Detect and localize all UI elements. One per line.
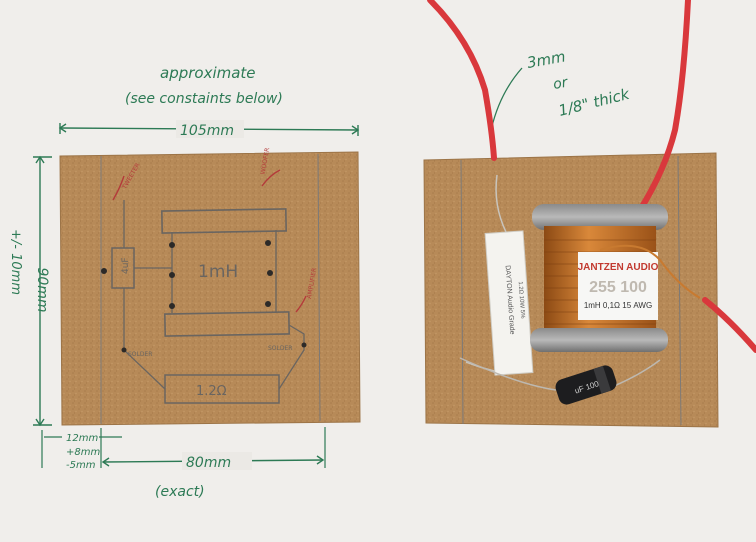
margin-dimension: 12mm (66, 433, 98, 444)
coil-brand: JANTZEN AUDIO (578, 262, 659, 273)
tolerance-minus: -5mm (66, 460, 96, 471)
height-dimension: 90mm (34, 267, 50, 312)
dimension-annotations: 105mm approximate (see constaints below)… (8, 47, 632, 500)
approximate-label: approximate (160, 64, 256, 82)
red-wires (427, 0, 756, 353)
sketch-inductor-label: 1mH (198, 262, 238, 282)
sketch-solder-right: SOLDER (268, 345, 292, 352)
thickness-line-2: or (552, 74, 570, 92)
spacing-dimension: 80mm (186, 455, 231, 471)
sketch-wire-woofer: WOOFER (260, 147, 272, 175)
constraints-label: (see constaints below) (125, 91, 283, 107)
resistor-spec: 1.2Ω 10W 5% (517, 281, 526, 319)
resistor-component: DAYTON Audio Grade 1.2Ω 10W 5% (465, 174, 534, 376)
coil-number: 255 100 (589, 279, 647, 296)
sketch-solder-left: SOLDER (128, 351, 152, 358)
tolerance-plus: +8mm (66, 447, 100, 458)
inductor-component: JANTZEN AUDIO 255 100 1mH 0,1Ω 15 AWG (530, 204, 701, 352)
resistor-brand: DAYTON Audio Grade (504, 265, 516, 335)
sketch-capacitor-label: 4uF (121, 257, 131, 274)
coil-spec: 1mH 0,1Ω 15 AWG (584, 301, 652, 310)
capacitor-component: uF 100 (459, 357, 661, 405)
sketch-resistor-label: 1.2Ω (196, 384, 227, 399)
height-tolerance: +/- 10mm (8, 229, 23, 295)
width-dimension: 105mm (180, 123, 234, 139)
exact-label: (exact) (155, 484, 205, 500)
left-board: 1mH 4uF 1.2Ω SOLDER SOLDER TWEETER WOOFE… (59, 147, 361, 426)
